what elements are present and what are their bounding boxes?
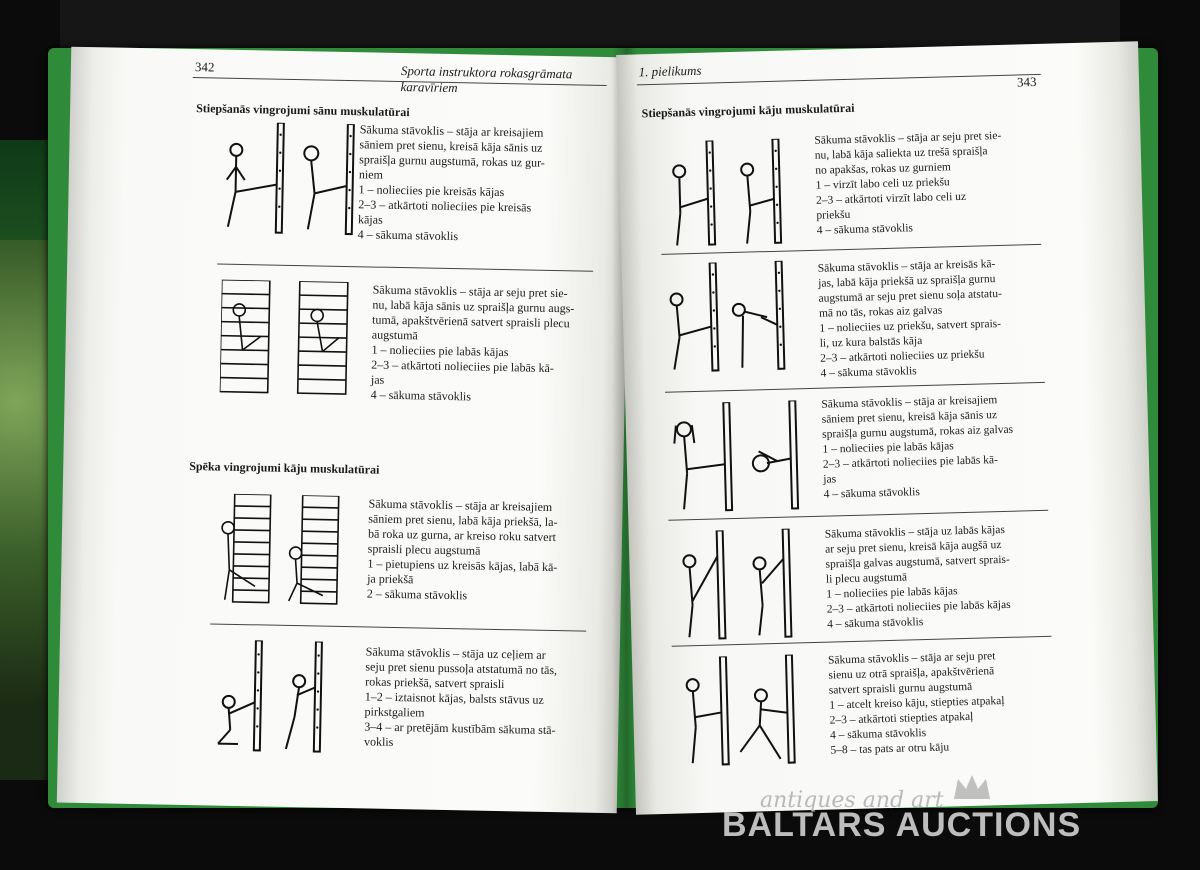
- divider-3: [210, 623, 587, 632]
- section-heading-stretch-legs: Stiepšanās vingrojumi kāju muskulatūrai: [641, 100, 855, 121]
- exercise-text-r2: Sākuma stāvoklis – stāja ar kreisās kā- …: [817, 258, 1002, 380]
- exercise-text-r3: Sākuma stāvoklis – stāja ar kreisajiem s…: [821, 394, 1014, 501]
- watermark-line2: BALTARS AUCTIONS: [722, 806, 1082, 844]
- exercise-figure-high-leg: [682, 528, 793, 640]
- exercise-figure-side-bend-hands-head: [673, 400, 800, 512]
- page-number-right: 343: [1016, 73, 1037, 90]
- exercise-text-r1: Sākuma stāvoklis – stāja ar seju pret si…: [814, 129, 1002, 237]
- exercise-figure-wall-bars-stretch: [219, 279, 349, 395]
- exercise-text-r4: Sākuma stāvoklis – stāja uz labās kājas …: [824, 523, 1011, 631]
- exercise-text-4: Sākuma stāvoklis – stāja uz ceļiem ar se…: [363, 644, 558, 750]
- left-page: 342 Sporta instruktora rokasgrāmata kara…: [56, 46, 632, 814]
- exercise-figure-kneel-rise: [217, 639, 323, 753]
- right-page: 1. pielikums 343 Stiepšanās vingrojumi k…: [616, 41, 1158, 815]
- page-number-left: 342: [194, 59, 215, 75]
- divider-1: [217, 263, 594, 272]
- exercise-figure-side-stretch: [225, 121, 355, 236]
- exercise-figure-knee-forward: [672, 138, 783, 246]
- section-heading-strength-legs: Spēka vingrojumi kāju muskulatūrai: [189, 459, 380, 477]
- watermark-line1: antiques and art: [760, 788, 944, 813]
- section-heading-stretch-side: Stiepšanās vingrojumi sānu muskulatūrai: [196, 101, 410, 120]
- exercise-text-r5: Sākuma stāvoklis – stāja ar seju pret si…: [827, 650, 1005, 757]
- exercise-figure-forward-bend: [669, 260, 786, 372]
- running-head-right: 1. pielikums: [638, 62, 702, 80]
- exercise-figure-back-stretch: [685, 654, 796, 766]
- exercise-text-1: Sākuma stāvoklis – stāja ar kreisajiem s…: [357, 122, 546, 244]
- crown-watermark-icon: [954, 775, 990, 799]
- divider-r2: [664, 381, 1045, 393]
- exercise-text-2: Sākuma stāvoklis – stāja ar seju pret si…: [370, 282, 575, 404]
- exercise-text-3: Sākuma stāvoklis – stāja ar kreisajiem s…: [366, 496, 558, 603]
- exercise-figure-squat: [221, 493, 340, 605]
